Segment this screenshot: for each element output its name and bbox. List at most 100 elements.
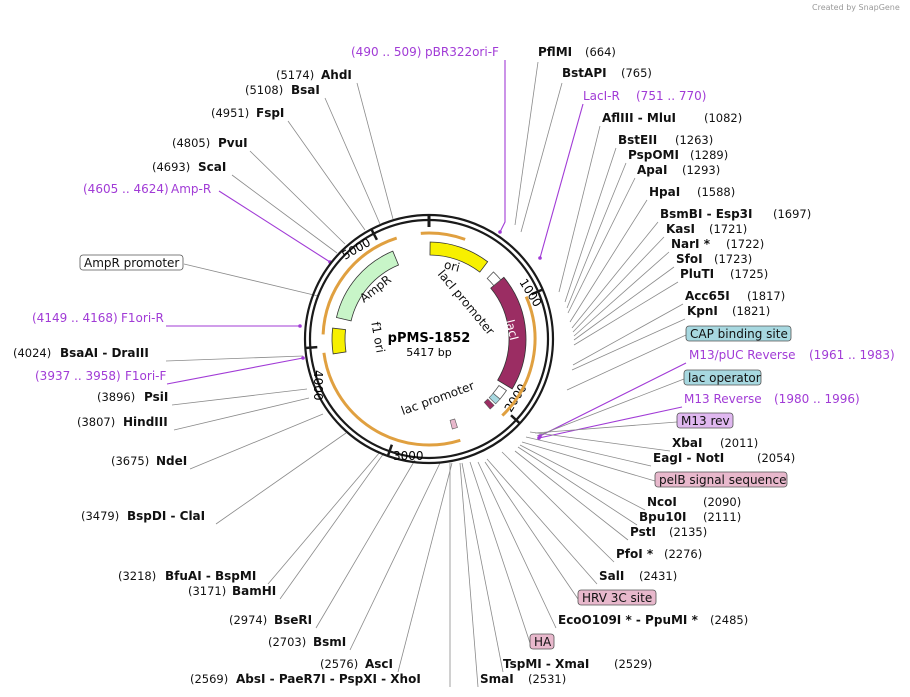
label-pos: (1980 .. 1996) — [774, 392, 860, 406]
label-pos: (751 .. 770) — [636, 89, 706, 103]
label-sfoi[interactable]: SfoI(1723) — [676, 252, 752, 266]
label-pos: (3937 .. 3958) — [35, 369, 121, 383]
label-name: PspOMI — [628, 148, 679, 162]
label-name: AscI — [365, 657, 393, 671]
label-name: Acc65I — [685, 289, 730, 303]
leader-bpu10i — [517, 446, 638, 526]
label-pluti[interactable]: PluTI(1725) — [680, 267, 768, 281]
feature-label-lac_promoter: lac promoter — [399, 379, 476, 418]
label-bsteii[interactable]: BstEII(1263) — [618, 133, 713, 147]
label-smai[interactable]: SmaI(2531) — [480, 672, 566, 686]
label-nari[interactable]: NarI *(1722) — [671, 237, 764, 251]
label-pvui[interactable]: (4805)PvuI — [172, 136, 248, 150]
label-bsmi[interactable]: (2703)BsmI — [268, 635, 346, 649]
feature-box-bg — [685, 325, 792, 342]
tick-1000 — [531, 288, 544, 296]
feature-box-bg — [79, 254, 184, 271]
label-m13-reverse[interactable]: M13 Reverse(1980 .. 1996) — [684, 392, 860, 406]
label-kasi[interactable]: KasI(1721) — [666, 222, 747, 236]
label-scai[interactable]: (4693)ScaI — [152, 160, 226, 174]
label-laci-r[interactable]: LacI-R(751 .. 770) — [583, 89, 706, 103]
pelb-feature[interactable] — [483, 398, 495, 410]
label-pos: (1721) — [709, 222, 747, 236]
label-bamhi[interactable]: (3171)BamHI — [188, 584, 276, 598]
label-pos: (5174) — [276, 68, 314, 82]
label-xbai[interactable]: XbaI(2011) — [672, 436, 758, 450]
label-ahdi[interactable]: (5174)AhdI — [276, 68, 352, 82]
laci-feature[interactable] — [490, 276, 527, 390]
feature-box-lac-operator[interactable]: lac operator — [683, 369, 762, 386]
feature-box-cap-binding-site[interactable]: CAP binding site — [685, 325, 792, 342]
lac-operator-feature[interactable] — [488, 392, 501, 405]
f1ori-feature[interactable] — [331, 327, 347, 355]
label-pos: (2485) — [710, 613, 748, 627]
label-m13-puc-reverse[interactable]: M13/pUC Reverse(1961 .. 1983) — [689, 348, 895, 362]
leader-nari — [573, 251, 670, 337]
leader-acc65i — [572, 303, 684, 366]
leader-bsmbi-esp3i — [571, 221, 659, 329]
feature-box-ha[interactable]: HA — [529, 633, 555, 650]
label-pbr322ori-f[interactable]: (490 .. 509)pBR322ori-F — [351, 45, 499, 59]
label-psti-2135[interactable]: PstI(2135) — [630, 525, 707, 539]
leader-kasi — [572, 236, 665, 333]
label-sali[interactable]: SalI(2431) — [599, 569, 677, 583]
label-pos: (1722) — [726, 237, 764, 251]
label-bsaai-draiii[interactable]: (4024)BsaAI - DraIII — [13, 346, 149, 360]
plasmid-size: 5417 bp — [406, 346, 451, 359]
label-bfuai-bspmi[interactable]: (3218)BfuAI - BspMI — [118, 569, 256, 583]
label-bstapi[interactable]: BstAPI(765) — [562, 66, 652, 80]
laci-promoter-feature[interactable] — [486, 271, 502, 287]
label-f1ori-f[interactable]: (3937 .. 3958)F1ori-F — [35, 369, 166, 383]
ha-feature[interactable] — [449, 418, 458, 430]
leader-hindiii — [173, 397, 310, 431]
label-pfoi[interactable]: PfoI *(2276) — [616, 547, 702, 561]
leader-bspdi-clai — [215, 432, 347, 525]
label-hpai[interactable]: HpaI(1588) — [649, 185, 735, 199]
label-absi-paer7i-pspxi-xhoi[interactable]: (2569)AbsI - PaeR7I - PspXI - XhoI — [190, 672, 421, 686]
label-tspmi-xmai[interactable]: TspMI - XmaI(2529) — [503, 657, 652, 671]
label-eco0109i-ppumi[interactable]: EcoO109I * - PpuMI *(2485) — [558, 613, 748, 627]
label-f1ori-r[interactable]: (4149 .. 4168)F1ori-R — [32, 311, 164, 325]
label-bpu10i[interactable]: Bpu10I(2111) — [639, 510, 741, 524]
label-ncoi[interactable]: NcoI(2090) — [647, 495, 741, 509]
label-pos: (3807) — [77, 415, 115, 429]
feature-box-ampr-promoter[interactable]: AmpR promoter — [79, 254, 184, 271]
feature-box-m13-rev[interactable]: M13 rev — [676, 412, 734, 429]
feature-box-pelb-signal-sequence[interactable]: pelB signal sequence — [654, 471, 788, 488]
label-pos: (3171) — [188, 584, 226, 598]
label-psti-3896[interactable]: (3896)PsiI — [97, 390, 168, 404]
leader-bsai — [324, 97, 381, 225]
feature-box-hrv-3c-site[interactable]: HRV 3C site — [577, 589, 657, 606]
label-pos: (1697) — [773, 207, 811, 221]
label-pflmi[interactable]: PflMI(664) — [538, 45, 616, 59]
label-pos: (5108) — [245, 83, 283, 97]
leader-bsteii — [564, 147, 617, 303]
label-bsmbi-esp3i[interactable]: BsmBI - Esp3I(1697) — [660, 207, 811, 221]
ampr-feature[interactable] — [335, 250, 400, 322]
label-ndei[interactable]: (3675)NdeI — [111, 454, 187, 468]
label-name: Amp-R — [171, 182, 211, 196]
label-bsai[interactable]: (5108)BsaI — [245, 83, 320, 97]
label-bspdi-clai[interactable]: (3479)BspDI - ClaI — [81, 509, 205, 523]
label-eagi-noti[interactable]: EagI - NotI(2054) — [653, 451, 795, 465]
label-fspi[interactable]: (4951)FspI — [211, 106, 284, 120]
label-kpni[interactable]: KpnI(1821) — [687, 304, 770, 318]
label-hindiii[interactable]: (3807)HindIII — [77, 415, 168, 429]
feature-label-f1ori: f1 ori — [368, 321, 387, 354]
label-amp-r[interactable]: (4605 .. 4624)Amp-R — [83, 182, 211, 196]
label-asci[interactable]: (2576)AscI — [320, 657, 393, 671]
label-pos: (4149 .. 4168) — [32, 311, 118, 325]
label-bseri[interactable]: (2974)BseRI — [229, 613, 312, 627]
label-pspomi[interactable]: PspOMI(1289) — [628, 148, 728, 162]
leader-sfoi — [573, 266, 675, 341]
leader-m13-rev — [534, 421, 678, 434]
leader-pfoi — [501, 451, 615, 563]
leader-pvui — [249, 150, 346, 245]
label-name: PfoI * — [616, 547, 654, 561]
ori-feature[interactable] — [429, 241, 489, 273]
label-acc65i[interactable]: Acc65I(1817) — [685, 289, 785, 303]
label-aflIII-mlui[interactable]: AflIII - MluI(1082) — [602, 111, 742, 125]
label-apai[interactable]: ApaI(1293) — [637, 163, 720, 177]
feature-box-bg — [577, 589, 657, 606]
leader-m13-reverse — [538, 406, 683, 439]
